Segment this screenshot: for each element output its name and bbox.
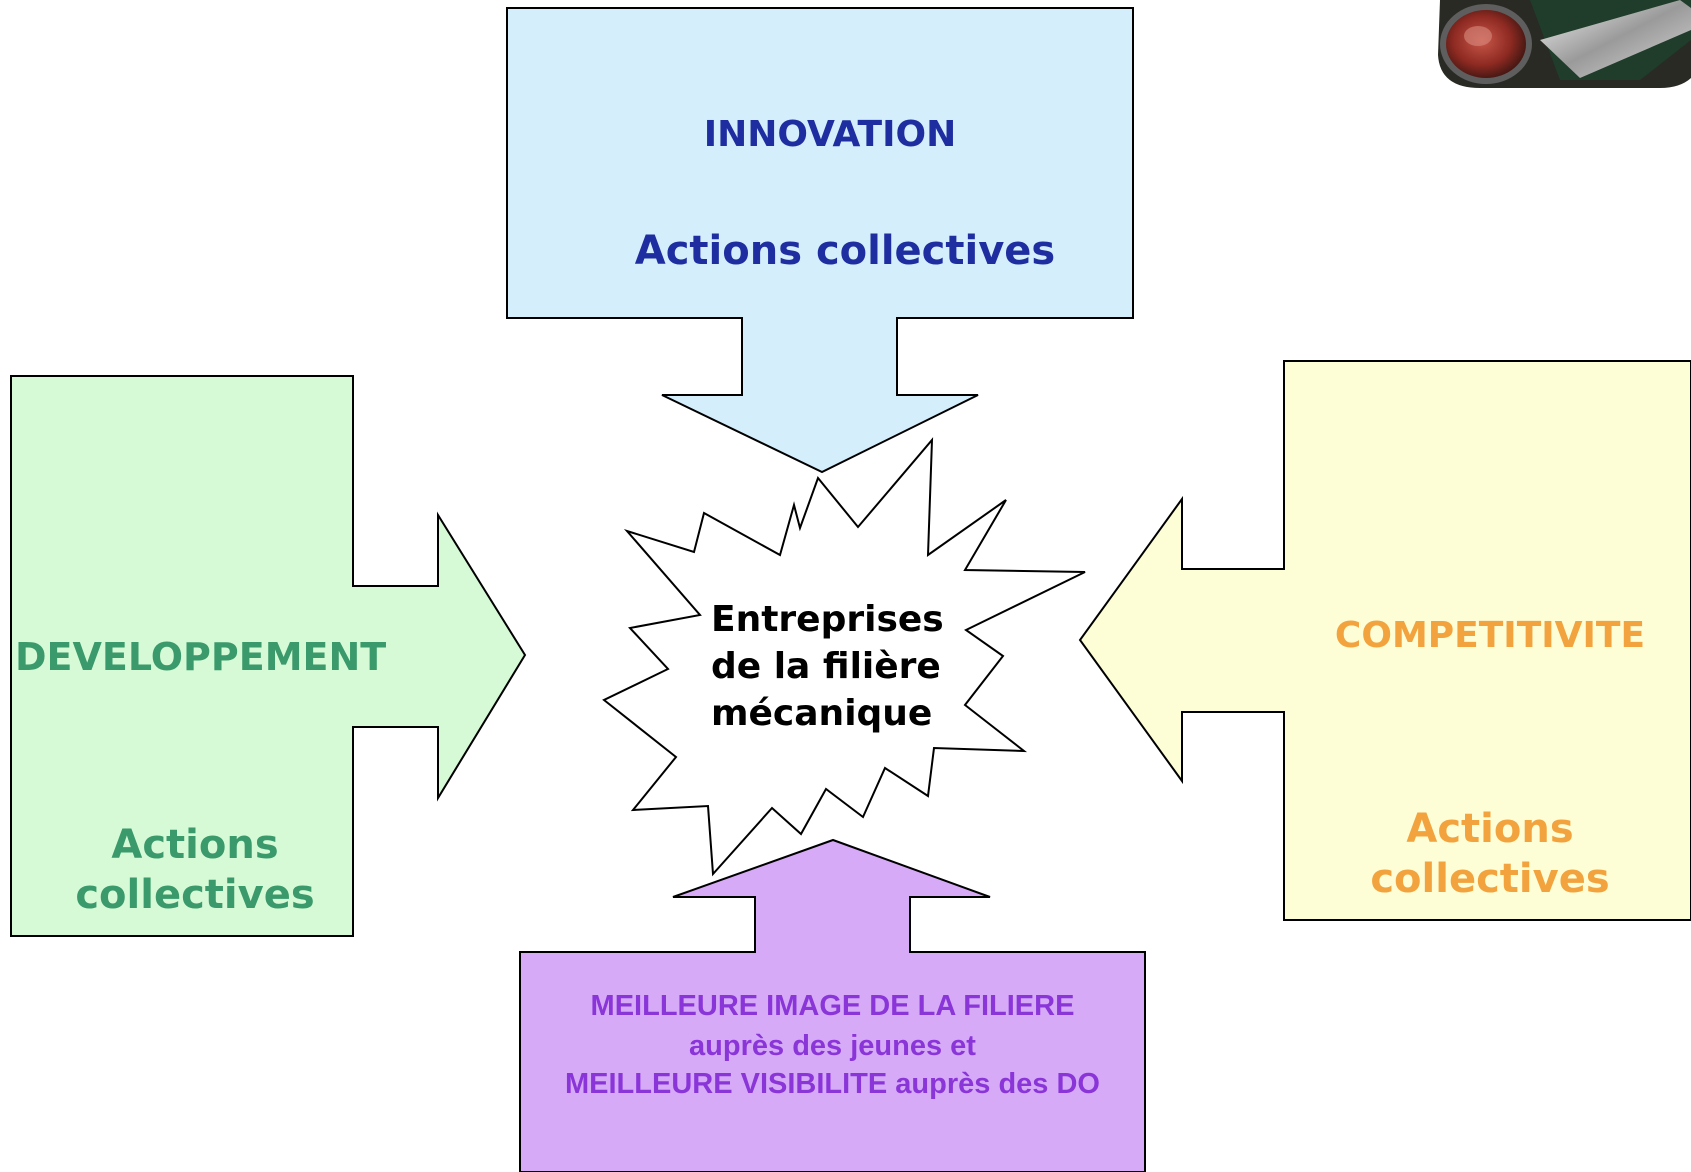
mechanical-part-photo-icon xyxy=(1438,0,1691,88)
center-line1: Entreprises xyxy=(711,599,944,640)
competitivite-title: COMPETITIVITE xyxy=(1334,615,1646,656)
developpement-callout-shape xyxy=(10,375,527,937)
innovation-subtitle: Actions collectives xyxy=(634,228,1056,274)
center-line2: de la filière xyxy=(711,646,941,687)
competitivite-subtitle-line1: Actions xyxy=(1406,806,1574,852)
image-line2: auprès des jeunes et xyxy=(689,1030,976,1062)
developpement-subtitle-line2: collectives xyxy=(75,872,315,918)
innovation-title: INNOVATION xyxy=(703,114,957,155)
image-line1: MEILLEURE IMAGE DE LA FILIERE xyxy=(590,990,1075,1022)
competitivite-subtitle-line2: collectives xyxy=(1370,856,1610,902)
developpement-title: DEVELOPPEMENT xyxy=(15,635,387,679)
competitivite-callout-shape xyxy=(1078,360,1691,921)
developpement-subtitle-line1: Actions xyxy=(111,822,279,868)
innovation-callout-shape xyxy=(506,7,1134,474)
image-callout-shape xyxy=(519,838,1146,1172)
center-starburst-shape xyxy=(602,437,1086,877)
center-line3: mécanique xyxy=(711,693,933,734)
image-line3: MEILLEURE VISIBILITE auprès des DO xyxy=(565,1068,1100,1100)
